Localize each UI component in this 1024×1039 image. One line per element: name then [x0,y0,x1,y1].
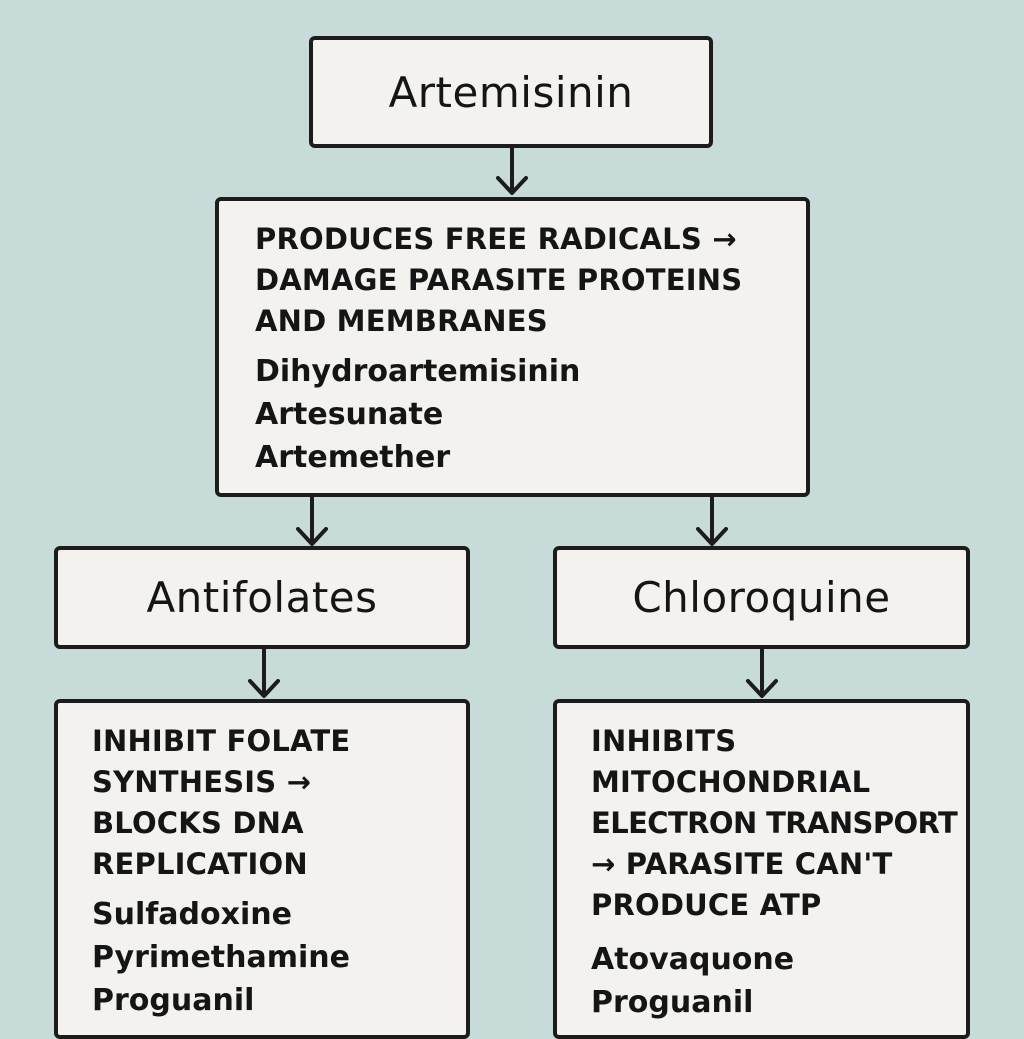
mechanism-line: AND MEMBRANES [255,304,548,338]
mechanism-line: PRODUCES FREE RADICALS → [255,222,737,256]
mechanism-line: → PARASITE CAN'T [591,847,893,881]
arrow-mechanism-to-chloroquine [696,493,728,546]
drug-item: Proguanil [591,985,754,1020]
mechanism-line: INHIBIT FOLATE [92,724,351,758]
mechanism-line: MITOCHONDRIAL [591,765,871,799]
arrow-chloroquine-to-detail [746,646,778,698]
drug-item: Pyrimethamine [92,940,350,975]
antifolates-drug-list: Sulfadoxine Pyrimethamine Proguanil [92,893,466,1022]
mechanism-line: BLOCKS DNA [92,806,304,840]
antifolates-detail-box: INHIBIT FOLATE SYNTHESIS → BLOCKS DNA RE… [54,699,470,1039]
chloroquine-drug-list: Atovaquone Proguanil [591,938,966,1024]
antifolates-title-box: Antifolates [54,546,470,649]
artemisinin-mechanism-box: PRODUCES FREE RADICALS → DAMAGE PARASITE… [215,197,810,497]
drug-item: Proguanil [92,983,255,1018]
drug-item: Dihydroartemisinin [255,354,581,389]
arrow-antifolates-to-detail [248,646,280,698]
drug-item: Sulfadoxine [92,897,292,932]
artemisinin-mechanism: PRODUCES FREE RADICALS → DAMAGE PARASITE… [255,219,806,342]
mechanism-line: DAMAGE PARASITE PROTEINS [255,263,743,297]
antifolates-mechanism: INHIBIT FOLATE SYNTHESIS → BLOCKS DNA RE… [92,721,466,885]
drug-item: Atovaquone [591,942,795,977]
mechanism-line: ELECTRON TRANSPORT [591,806,958,840]
chloroquine-title: Chloroquine [632,573,891,622]
chloroquine-title-box: Chloroquine [553,546,970,649]
arrow-mechanism-to-antifolates [296,493,328,546]
antifolates-title: Antifolates [146,573,378,622]
drug-item: Artesunate [255,397,444,432]
drug-item: Artemether [255,440,451,475]
mechanism-line: REPLICATION [92,847,308,881]
arrow-root-to-mechanism [496,144,528,195]
mechanism-line: SYNTHESIS → [92,765,312,799]
chloroquine-mechanism: INHIBITS MITOCHONDRIAL ELECTRON TRANSPOR… [591,721,966,926]
artemisinin-title-box: Artemisinin [309,36,713,148]
chloroquine-detail-box: INHIBITS MITOCHONDRIAL ELECTRON TRANSPOR… [553,699,970,1039]
artemisinin-drug-list: Dihydroartemisinin Artesunate Artemether [255,350,806,479]
mechanism-line: INHIBITS [591,724,737,758]
artemisinin-title: Artemisinin [388,67,634,117]
mechanism-line: PRODUCE ATP [591,888,822,922]
